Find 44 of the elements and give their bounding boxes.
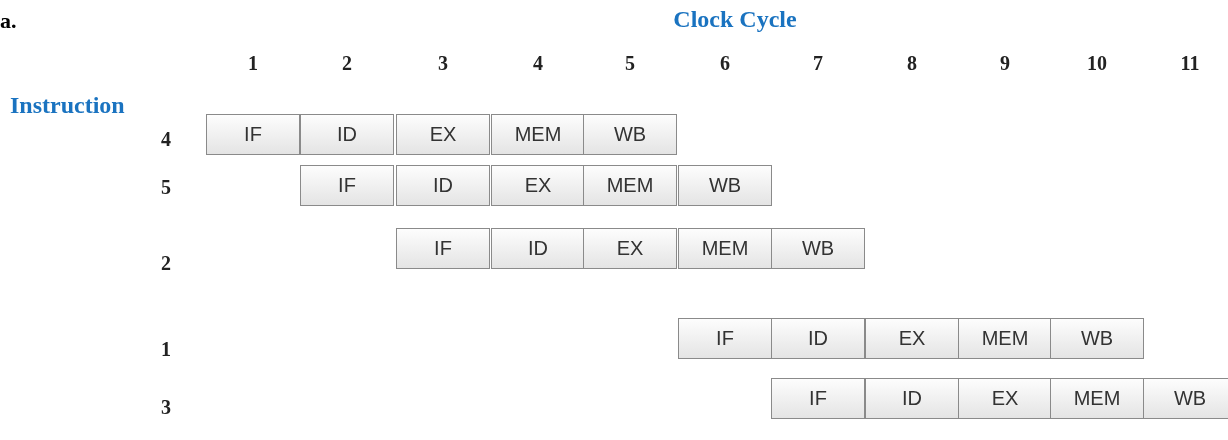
column-number: 8 <box>907 52 917 75</box>
stage-box: EX <box>865 318 959 359</box>
stage-box: IF <box>206 114 300 155</box>
column-number: 5 <box>625 52 635 75</box>
stage-box: MEM <box>678 228 772 269</box>
row-number: 4 <box>161 128 171 151</box>
stage-box: IF <box>396 228 490 269</box>
stage-box: WB <box>1050 318 1144 359</box>
stage-box: MEM <box>491 114 585 155</box>
stage-box: ID <box>771 318 865 359</box>
column-number: 2 <box>342 52 352 75</box>
stage-box: MEM <box>958 318 1052 359</box>
stage-box: WB <box>771 228 865 269</box>
row-number: 1 <box>161 338 171 361</box>
column-number: 7 <box>813 52 823 75</box>
stage-box: MEM <box>583 165 677 206</box>
stage-box: EX <box>396 114 490 155</box>
row-number: 3 <box>161 396 171 419</box>
column-number: 1 <box>248 52 258 75</box>
column-number: 3 <box>438 52 448 75</box>
axis-heading: Instruction <box>10 92 125 119</box>
stage-box: WB <box>583 114 677 155</box>
stage-box: WB <box>678 165 772 206</box>
stage-box: ID <box>300 114 394 155</box>
stage-box: WB <box>1143 378 1228 419</box>
stage-box: IF <box>771 378 865 419</box>
title: Clock Cycle <box>673 6 797 33</box>
stage-box: ID <box>491 228 585 269</box>
column-number: 4 <box>533 52 543 75</box>
stage-box: ID <box>865 378 959 419</box>
column-number: 9 <box>1000 52 1010 75</box>
stage-box: IF <box>678 318 772 359</box>
stage-box: EX <box>491 165 585 206</box>
row-number: 5 <box>161 176 171 199</box>
stage-box: IF <box>300 165 394 206</box>
column-number: 11 <box>1180 52 1200 75</box>
row-number: 2 <box>161 252 171 275</box>
stage-box: EX <box>583 228 677 269</box>
stage-box: ID <box>396 165 490 206</box>
column-number: 10 <box>1087 52 1107 75</box>
stage-box: EX <box>958 378 1052 419</box>
stage-box: MEM <box>1050 378 1144 419</box>
column-number: 6 <box>720 52 730 75</box>
panel-label: a. <box>0 8 17 34</box>
